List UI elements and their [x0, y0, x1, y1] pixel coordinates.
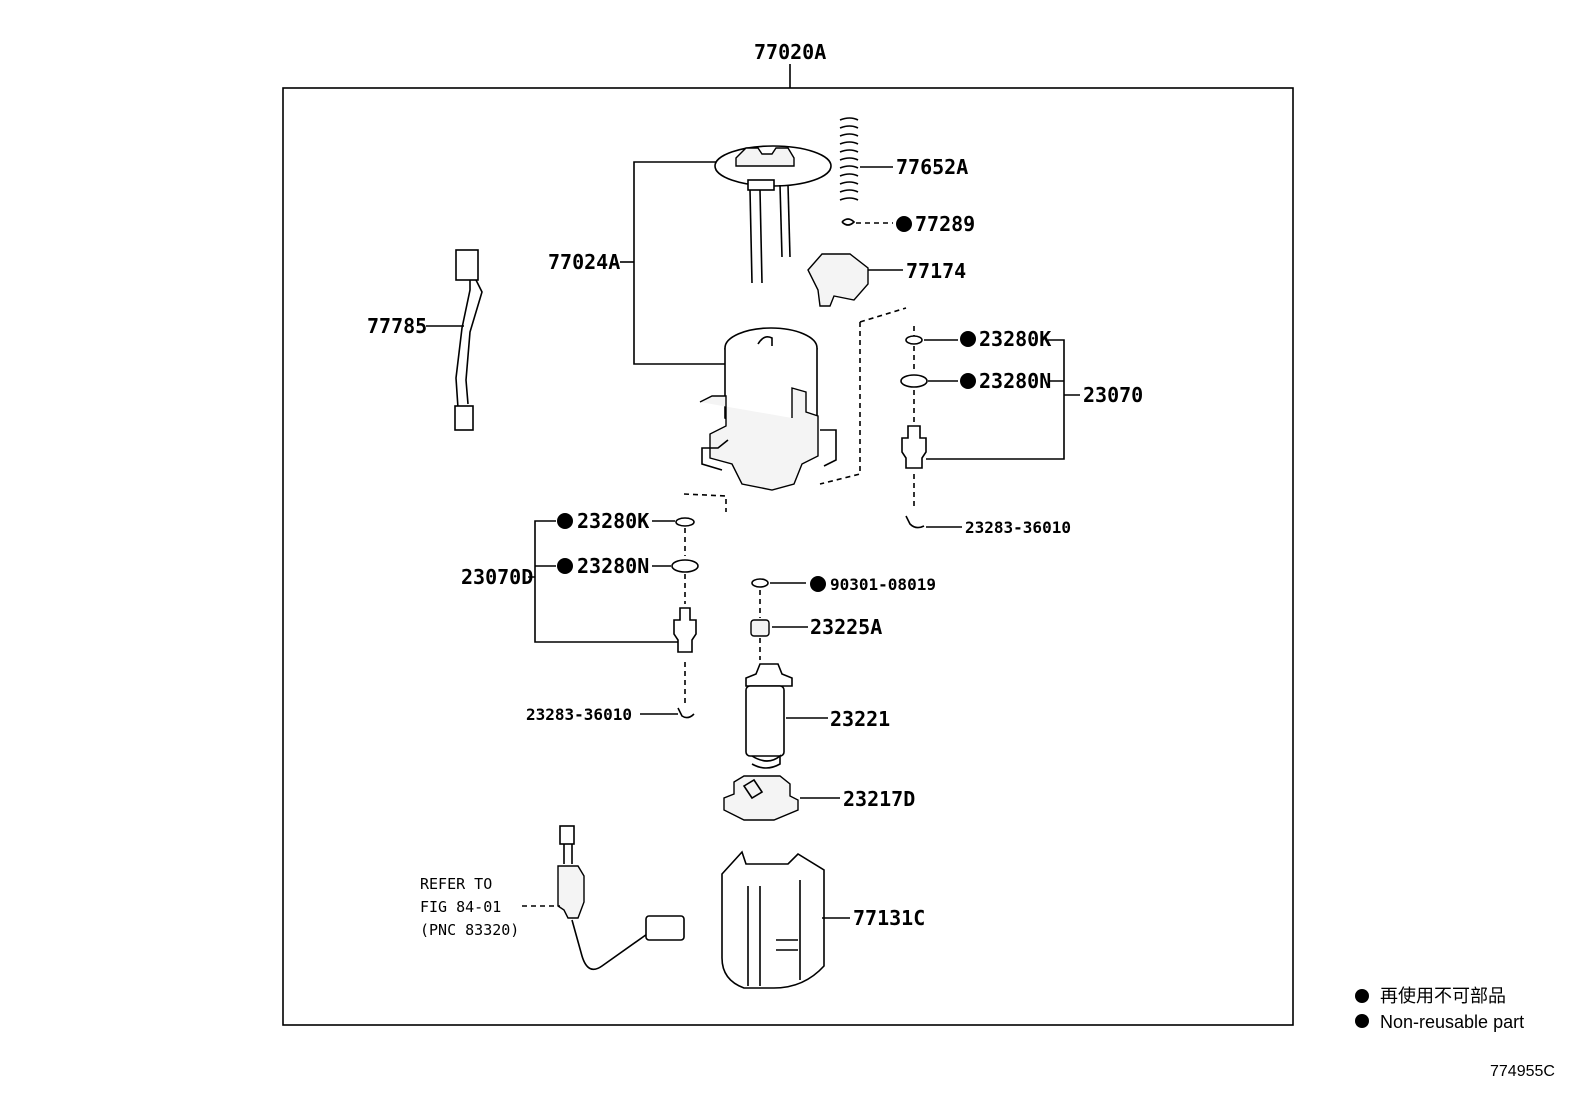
fuel-cup-drawing[interactable] — [721, 850, 850, 989]
legend-dot-en — [1355, 1014, 1369, 1028]
part-label-23280N-right[interactable]: 23280N — [979, 369, 1051, 393]
bracket-23070D — [528, 520, 678, 643]
harness-drawing[interactable] — [426, 249, 483, 431]
right-regulator-drawing[interactable] — [900, 326, 962, 529]
part-label-77024A[interactable]: 77024A — [548, 250, 620, 274]
non-reusable-dot-77289 — [896, 216, 912, 232]
clip-drawing[interactable] — [841, 218, 893, 226]
pump-body-drawing[interactable] — [699, 327, 837, 491]
part-label-23221[interactable]: 23221 — [830, 707, 890, 731]
part-label-23283-right[interactable]: 23283-36010 — [965, 518, 1071, 537]
spring-drawing[interactable] — [839, 117, 893, 201]
assembly-frame — [282, 87, 1294, 1026]
figure-number: 774955C — [1490, 1063, 1555, 1080]
reference-line3[interactable]: (PNC 83320) — [420, 921, 519, 939]
part-label-23225A[interactable]: 23225A — [810, 615, 882, 639]
non-reusable-dot-90301 — [810, 576, 826, 592]
oring-drawing[interactable] — [751, 578, 806, 618]
part-label-77785[interactable]: 77785 — [367, 314, 427, 338]
legend-en: Non-reusable part — [1380, 1012, 1524, 1032]
left-regulator-drawing[interactable] — [640, 517, 699, 719]
dash-left — [683, 493, 727, 512]
part-label-23070[interactable]: 23070 — [1083, 383, 1143, 407]
part-label-77652A[interactable]: 77652A — [896, 155, 968, 179]
non-reusable-dot-23280K-l — [557, 513, 573, 529]
part-label-23070D[interactable]: 23070D — [461, 565, 533, 589]
dash-right — [819, 307, 907, 485]
bracket-23070 — [926, 339, 1080, 460]
cushion-drawing[interactable] — [750, 619, 808, 660]
bracket-77024A — [633, 161, 728, 365]
part-label-23280N-left[interactable]: 23280N — [577, 554, 649, 578]
part-label-23280K-left[interactable]: 23280K — [577, 509, 649, 533]
legend-jp: 再使用不可部品 — [1380, 986, 1506, 1006]
non-reusable-dot-23280N-l — [557, 558, 573, 574]
non-reusable-dot-23280K-r — [960, 331, 976, 347]
part-label-77131C[interactable]: 77131C — [853, 906, 925, 930]
strainer-drawing[interactable] — [723, 775, 840, 821]
part-label-23280K-right[interactable]: 23280K — [979, 327, 1051, 351]
legend-dot-jp — [1355, 989, 1369, 1003]
part-label-23217D[interactable]: 23217D — [843, 787, 915, 811]
part-label-90301[interactable]: 90301-08019 — [830, 575, 936, 594]
part-label-77289[interactable]: 77289 — [915, 212, 975, 236]
reference-line2[interactable]: FIG 84-01 — [420, 898, 501, 916]
sender-gauge-drawing[interactable] — [522, 825, 685, 971]
fuel-pump-drawing[interactable] — [745, 663, 828, 769]
reference-line1[interactable]: REFER TO — [420, 875, 492, 893]
sender-plate-drawing[interactable] — [714, 145, 832, 284]
part-label-23283-left[interactable]: 23283-36010 — [526, 705, 632, 724]
assembly-label[interactable]: 77020A — [754, 40, 826, 64]
part-label-77174[interactable]: 77174 — [906, 259, 966, 283]
bracket-drawing[interactable] — [807, 253, 903, 307]
non-reusable-dot-23280N-r — [960, 373, 976, 389]
